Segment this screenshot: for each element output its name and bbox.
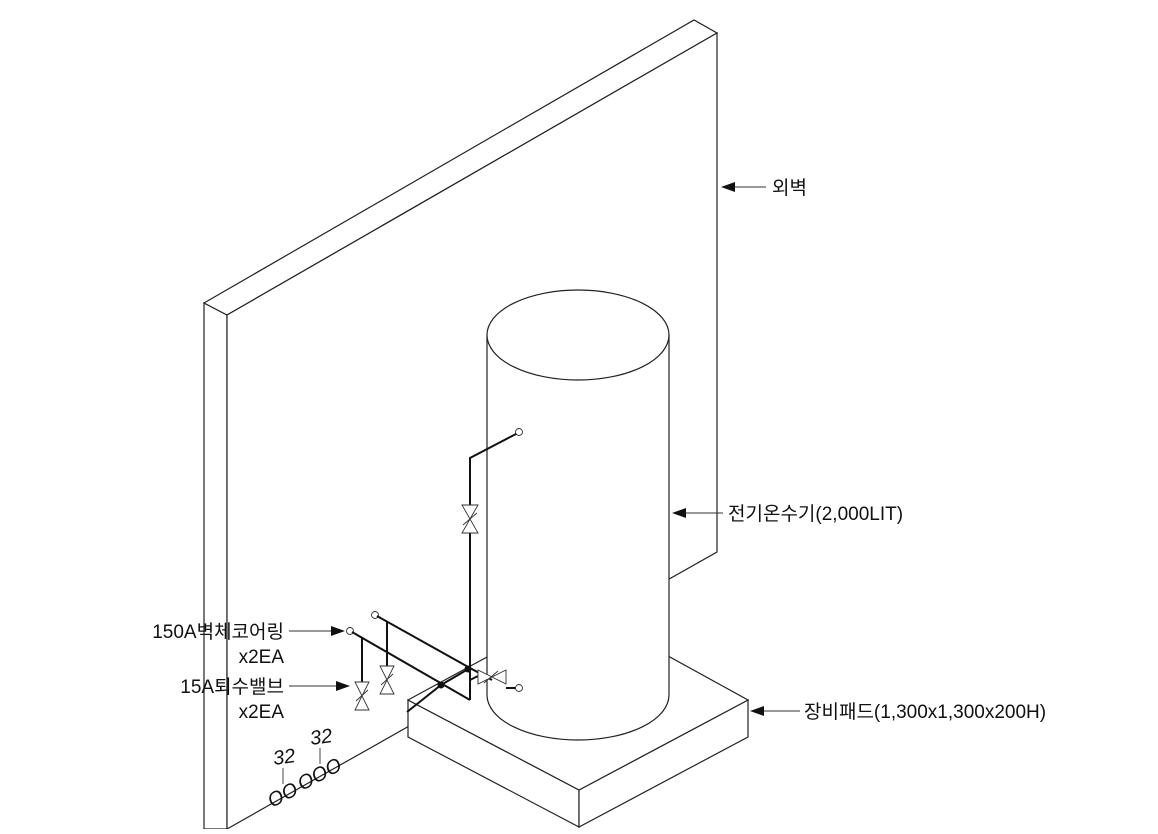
drain-valve-qty: x2EA	[239, 702, 285, 723]
tank-top	[486, 289, 670, 381]
drain-valve-1-icon	[354, 681, 370, 711]
arrow-icon	[721, 182, 735, 192]
sleeve-point-2	[371, 611, 379, 619]
riser-valve-icon	[461, 504, 479, 534]
equipment-pad-label: 장비패드(1,300x1,300x200H)	[804, 701, 1046, 723]
water-heater-label: 전기온수기(2,000LIT)	[728, 503, 903, 525]
label-wall-sleeve: 150A벽체코어링 x2EA	[152, 621, 345, 668]
wall-edge-face	[203, 302, 228, 830]
sleeve-point-1	[346, 627, 354, 635]
lower-valve-icon	[477, 669, 507, 685]
tank-body	[486, 334, 670, 741]
arrow-icon	[331, 626, 345, 636]
pipe-size-1: 32	[272, 745, 297, 770]
drain-valve-label: 15A퇴수밸브	[180, 676, 284, 698]
outer-wall-label: 외벽	[772, 177, 807, 199]
pipe-size-2: 32	[309, 725, 334, 750]
header-pipe-1	[351, 631, 471, 701]
upper-connection-point	[515, 428, 523, 436]
label-water-heater: 전기온수기(2,000LIT)	[672, 503, 903, 525]
label-outer-wall: 외벽	[721, 177, 807, 199]
drain-valve-2-icon	[379, 665, 395, 695]
tee-dot-1	[437, 681, 445, 689]
arrow-icon	[750, 706, 764, 716]
wall-sleeve-qty: x2EA	[239, 647, 285, 668]
wall-sleeve-label: 150A벽체코어링	[152, 621, 284, 643]
arrow-icon	[672, 508, 686, 518]
arrow-icon	[336, 681, 350, 691]
label-equipment-pad: 장비패드(1,300x1,300x200H)	[750, 701, 1046, 723]
hot-water-pipe-top	[469, 433, 517, 505]
tee-dot-2	[464, 665, 472, 673]
piping	[346, 428, 523, 713]
lower-pipe-stub	[469, 675, 479, 681]
lower-connection-point	[515, 684, 523, 692]
water-heater-tank	[486, 289, 670, 741]
label-drain-valve: 15A퇴수밸브 x2EA	[180, 676, 350, 723]
